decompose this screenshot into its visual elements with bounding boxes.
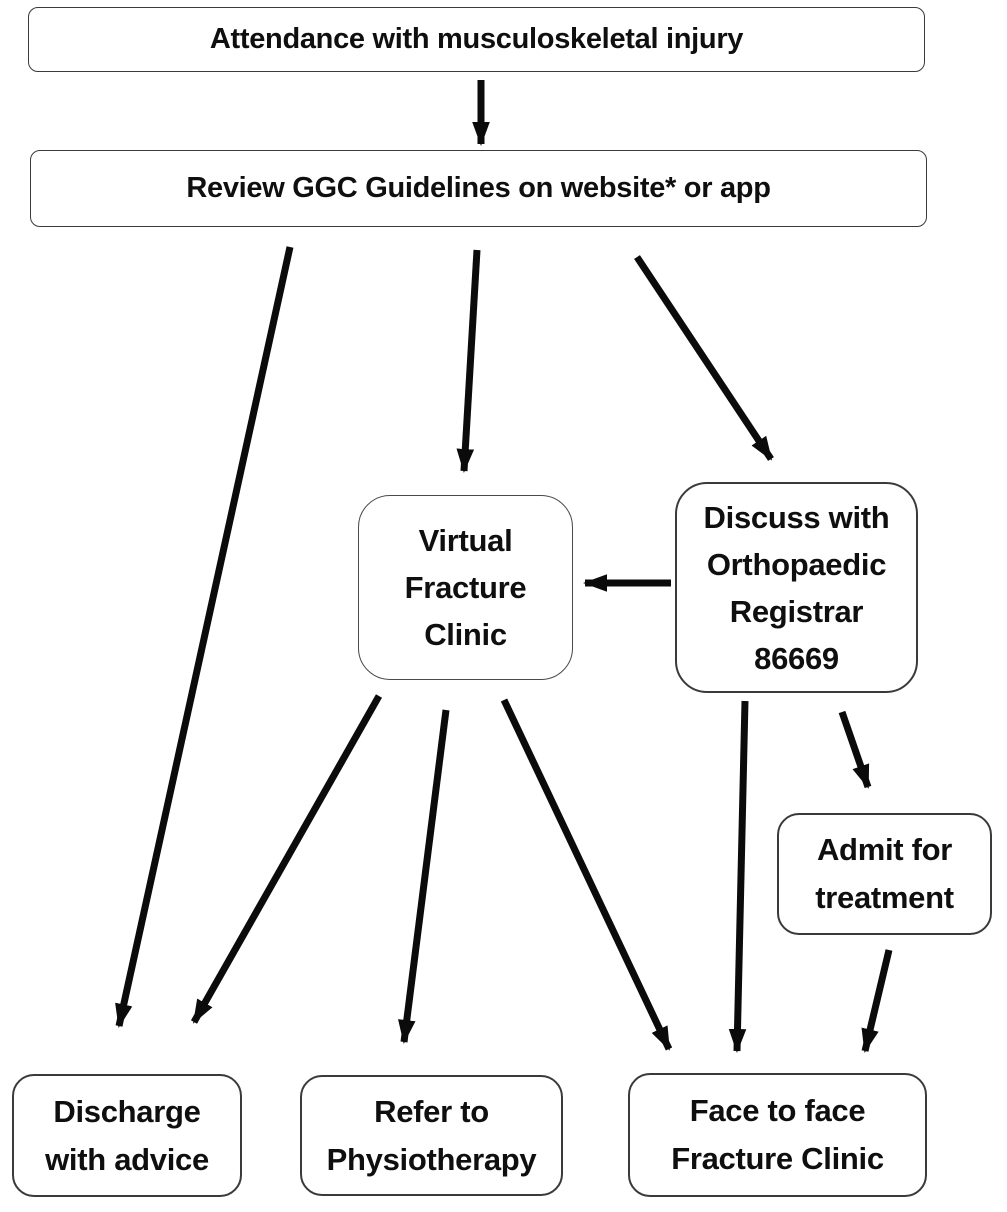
node-admit-for-treatment: Admit for treatment [777,813,992,935]
arrow-review-to-discuss [634,255,774,461]
node-discharge-with-advice-label: Discharge with advice [45,1093,209,1177]
arrow-discuss-to-face [728,700,749,1053]
node-face-to-face-fracture-clinic: Face to face Fracture Clinic [628,1073,927,1197]
arrow-vfc-to-physio [398,709,450,1044]
arrow-discuss-to-admit [838,710,872,789]
arrow-vfc-to-discharge [190,694,383,1024]
node-attendance: Attendance with musculoskeletal injury [28,7,925,72]
node-review-guidelines-label: Review GGC Guidelines on website* or app [186,172,771,204]
node-discuss-orthopaedic-registrar: Discuss with Orthopaedic Registrar 86669 [675,482,918,693]
arrow-admit-to-face [861,949,893,1053]
node-face-to-face-fracture-clinic-label: Face to face Fracture Clinic [671,1093,884,1176]
node-discharge-with-advice: Discharge with advice [12,1074,242,1197]
node-discuss-orthopaedic-registrar-label: Discuss with Orthopaedic Registrar 86669 [703,499,890,676]
node-virtual-fracture-clinic: Virtual Fracture Clinic [358,495,573,680]
arrow-review-to-discharge [115,246,294,1028]
node-attendance-label: Attendance with musculoskeletal injury [209,23,744,55]
node-admit-for-treatment-label: Admit for treatment [815,832,954,915]
node-review-guidelines: Review GGC Guidelines on website* or app [30,150,927,227]
arrow-vfc-to-face [500,698,673,1051]
arrow-review-to-vfc [456,249,481,473]
node-refer-to-physiotherapy-label: Refer to Physiotherapy [326,1093,537,1177]
node-refer-to-physiotherapy: Refer to Physiotherapy [300,1075,563,1196]
node-virtual-fracture-clinic-label: Virtual Fracture Clinic [404,523,527,652]
